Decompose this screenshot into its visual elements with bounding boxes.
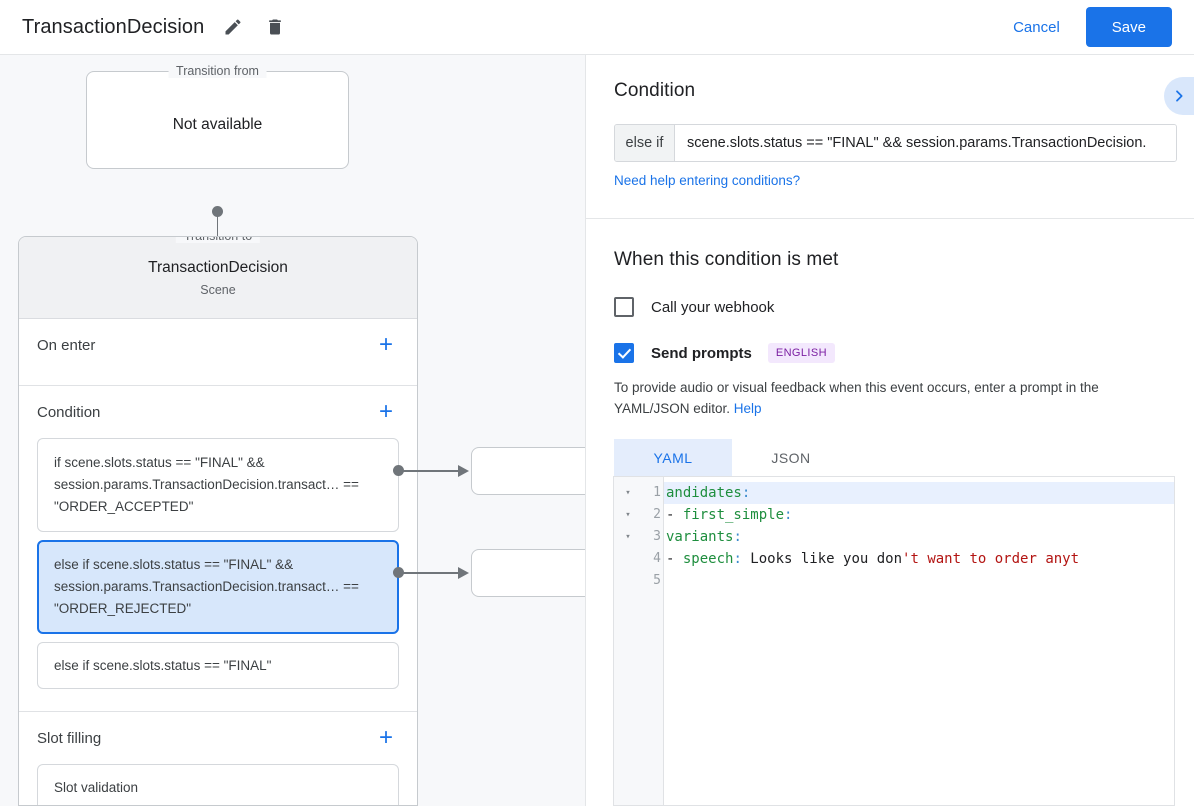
when-condition-met-heading: When this condition is met — [614, 249, 839, 270]
transition-to-legend: Transition to — [175, 237, 261, 243]
top-app-bar: TransactionDecision Cancel Save — [0, 0, 1194, 55]
scene-card-header: TransactionDecision Scene — [19, 237, 417, 319]
section-slot-filling-header: Slot filling + — [37, 712, 399, 764]
editor-format-tabs[interactable]: YAML JSON — [614, 439, 1166, 477]
page-title: TransactionDecision — [22, 15, 205, 38]
cancel-button[interactable]: Cancel — [999, 11, 1074, 44]
condition-card[interactable]: else if scene.slots.status == "FINAL" — [37, 642, 399, 689]
code-token: - — [666, 507, 683, 523]
code-token: speech — [682, 551, 734, 567]
code-token: : — [741, 485, 751, 501]
webhook-row[interactable]: Call your webhook — [614, 297, 1166, 317]
section-slot-filling: Slot filling + Slot validation — [19, 712, 417, 805]
code-line[interactable]: - first_simple: — [664, 504, 1174, 526]
condition-prefix-label: else if — [615, 125, 675, 161]
code-line[interactable]: - speech: Looks like you don't want to o… — [664, 548, 1174, 570]
trash-icon[interactable] — [260, 12, 290, 42]
line-number: 1 — [653, 485, 661, 500]
line-number: 3 — [653, 529, 661, 544]
slot-validation-card[interactable]: Slot validation — [37, 764, 399, 805]
chevron-right-icon[interactable] — [1164, 77, 1194, 115]
editor-line-numbers: 1 2 3 4 5 — [642, 477, 664, 805]
condition-heading: Condition — [614, 80, 696, 101]
section-condition: Condition + if scene.slots.status == "FI… — [19, 386, 417, 712]
code-token: - — [666, 551, 683, 567]
chevron-right-icon-svg — [1176, 90, 1183, 102]
add-on-enter-button[interactable]: + — [378, 331, 393, 358]
section-on-enter-header: On enter + — [37, 319, 399, 371]
language-badge: ENGLISH — [767, 343, 835, 363]
send-prompts-checkbox[interactable] — [614, 343, 634, 363]
line-number: 4 — [653, 551, 661, 566]
add-condition-button[interactable]: + — [378, 398, 393, 425]
section-slot-filling-title: Slot filling — [37, 729, 102, 747]
branch-arrow-icon — [458, 567, 469, 579]
when-condition-met-section: When this condition is met Call your web… — [586, 219, 1194, 477]
line-number: 5 — [653, 573, 661, 588]
code-token: : — [733, 551, 742, 567]
add-slot-filling-button[interactable]: + — [378, 724, 393, 751]
fold-toggle-icon[interactable]: ▾ — [625, 488, 631, 498]
section-divider — [586, 218, 1194, 219]
call-webhook-label: Call your webhook — [651, 298, 775, 316]
code-line[interactable]: andidates: — [664, 482, 1174, 504]
pencil-icon-svg — [225, 19, 241, 35]
fold-toggle-icon — [614, 548, 642, 570]
branch-target-box[interactable] — [471, 549, 585, 597]
condition-card[interactable]: else if scene.slots.status == "FINAL" &&… — [37, 540, 399, 634]
condition-input-group[interactable]: else if — [614, 124, 1177, 162]
code-token: : — [784, 507, 793, 523]
transition-from-legend: Transition from — [168, 64, 267, 78]
code-token: : — [733, 529, 742, 545]
send-prompts-row[interactable]: Send prompts ENGLISH — [614, 343, 1166, 363]
scene-flow-canvas[interactable]: Transition from Not available Transition… — [0, 55, 585, 806]
tab-json[interactable]: JSON — [771, 450, 811, 466]
branch-line — [398, 572, 460, 574]
section-on-enter: On enter + — [19, 319, 417, 386]
call-webhook-checkbox[interactable] — [614, 297, 634, 317]
section-condition-title: Condition — [37, 403, 101, 421]
condition-input[interactable] — [675, 125, 1176, 161]
fold-toggle-icon[interactable]: ▾ — [625, 510, 631, 520]
save-button[interactable]: Save — [1085, 7, 1172, 47]
code-line[interactable] — [664, 570, 1174, 592]
fold-toggle-icon[interactable]: ▾ — [625, 532, 631, 542]
editor-fold-gutter[interactable]: ▾ ▾ ▾ — [614, 477, 642, 805]
condition-section: Condition else if Need help entering con… — [586, 55, 1194, 190]
prompt-description: To provide audio or visual feedback when… — [614, 377, 1177, 419]
transition-from-value: Not available — [172, 116, 263, 133]
trash-icon-svg — [269, 19, 282, 35]
line-number: 2 — [653, 507, 661, 522]
code-token: variants — [666, 529, 734, 545]
code-line[interactable]: variants: — [664, 526, 1174, 548]
condition-help-link[interactable]: Need help entering conditions? — [614, 173, 801, 188]
scene-type: Scene — [200, 282, 236, 297]
condition-card[interactable]: if scene.slots.status == "FINAL" && sess… — [37, 438, 399, 532]
fold-toggle-icon — [614, 570, 642, 592]
editor-code-area[interactable]: andidates:- first_simple: variants: - sp… — [664, 477, 1174, 805]
code-token: first_simple — [682, 507, 785, 523]
transition-to-box[interactable]: Transition to TransactionDecision Scene … — [18, 236, 418, 806]
branch-arrow-icon — [458, 465, 469, 477]
tab-yaml[interactable]: YAML — [614, 439, 732, 477]
transition-from-box[interactable]: Transition from Not available — [86, 64, 349, 169]
pencil-icon[interactable] — [218, 12, 248, 42]
code-token: andidates — [666, 485, 742, 501]
branch-target-box[interactable] — [471, 447, 585, 495]
code-token: Looks like you don — [741, 551, 903, 567]
prompt-help-link[interactable]: Help — [733, 401, 762, 416]
branch-line — [398, 470, 460, 472]
connector-dot — [212, 206, 223, 217]
code-token: 't want to order anyt — [902, 551, 1080, 567]
prompt-description-text: To provide audio or visual feedback when… — [614, 380, 1099, 416]
section-condition-header: Condition + — [37, 386, 399, 438]
scene-name: TransactionDecision — [148, 258, 288, 276]
section-on-enter-title: On enter — [37, 336, 96, 354]
send-prompts-label: Send prompts — [651, 344, 752, 362]
